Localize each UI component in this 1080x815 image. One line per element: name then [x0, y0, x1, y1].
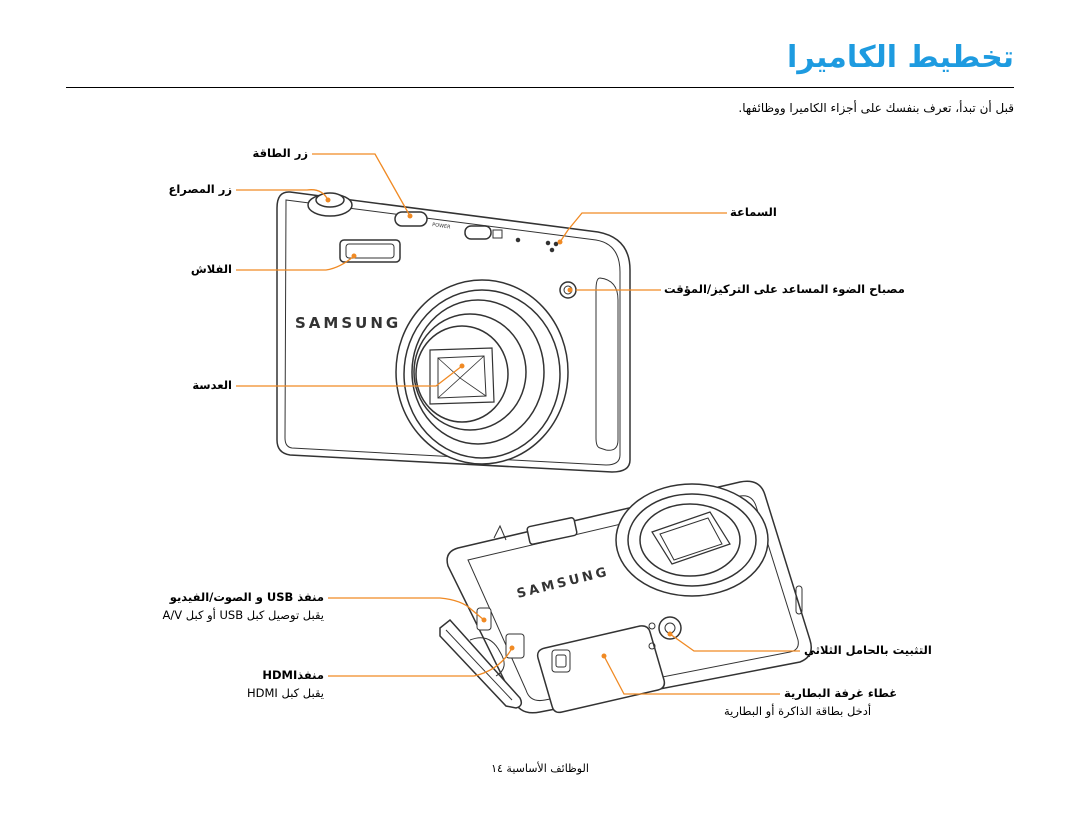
label-flash: الفلاش: [190, 262, 232, 276]
page-title: تخطيط الكاميرا: [787, 40, 1014, 75]
power-print: POWER: [432, 222, 452, 231]
label-power-button: زر الطاقة: [252, 146, 308, 160]
bottom-camera: [439, 480, 812, 714]
label-battery-cover: غطاء غرفة البطارية: [784, 686, 898, 700]
title-rule: [66, 87, 1014, 88]
page-footer: الوظائف الأساسية ١٤: [491, 762, 589, 775]
label-usb-port: منفذ USB و الصوت/الفيديو: [169, 590, 324, 604]
label-hdmi-port: منفذHDMI: [262, 668, 324, 682]
label-tripod-mount: التثبيت بالحامل الثلاثي: [804, 643, 932, 657]
label-lens: العدسة: [192, 378, 232, 392]
callout-lines: [236, 153, 800, 695]
label-hdmi-port-desc: يقبل كبل HDMI: [247, 686, 324, 700]
label-usb-port-desc: يقبل توصيل كبل USB أو كبل A/V: [162, 608, 325, 622]
label-speaker: السماعة: [730, 205, 777, 219]
front-brand-logo: SAMSUNG: [295, 314, 401, 332]
intro-text: قبل أن تبدأ، تعرف بنفسك على أجزاء الكامي…: [738, 101, 1014, 115]
label-battery-cover-desc: أدخل بطاقة الذاكرة أو البطارية: [724, 704, 872, 718]
callout-points: [325, 197, 673, 659]
label-shutter-button: زر المصراع: [168, 182, 233, 196]
label-af-lamp: مصباح الضوء المساعد على التركيز/المؤقت: [664, 282, 905, 296]
front-camera: [276, 191, 631, 473]
